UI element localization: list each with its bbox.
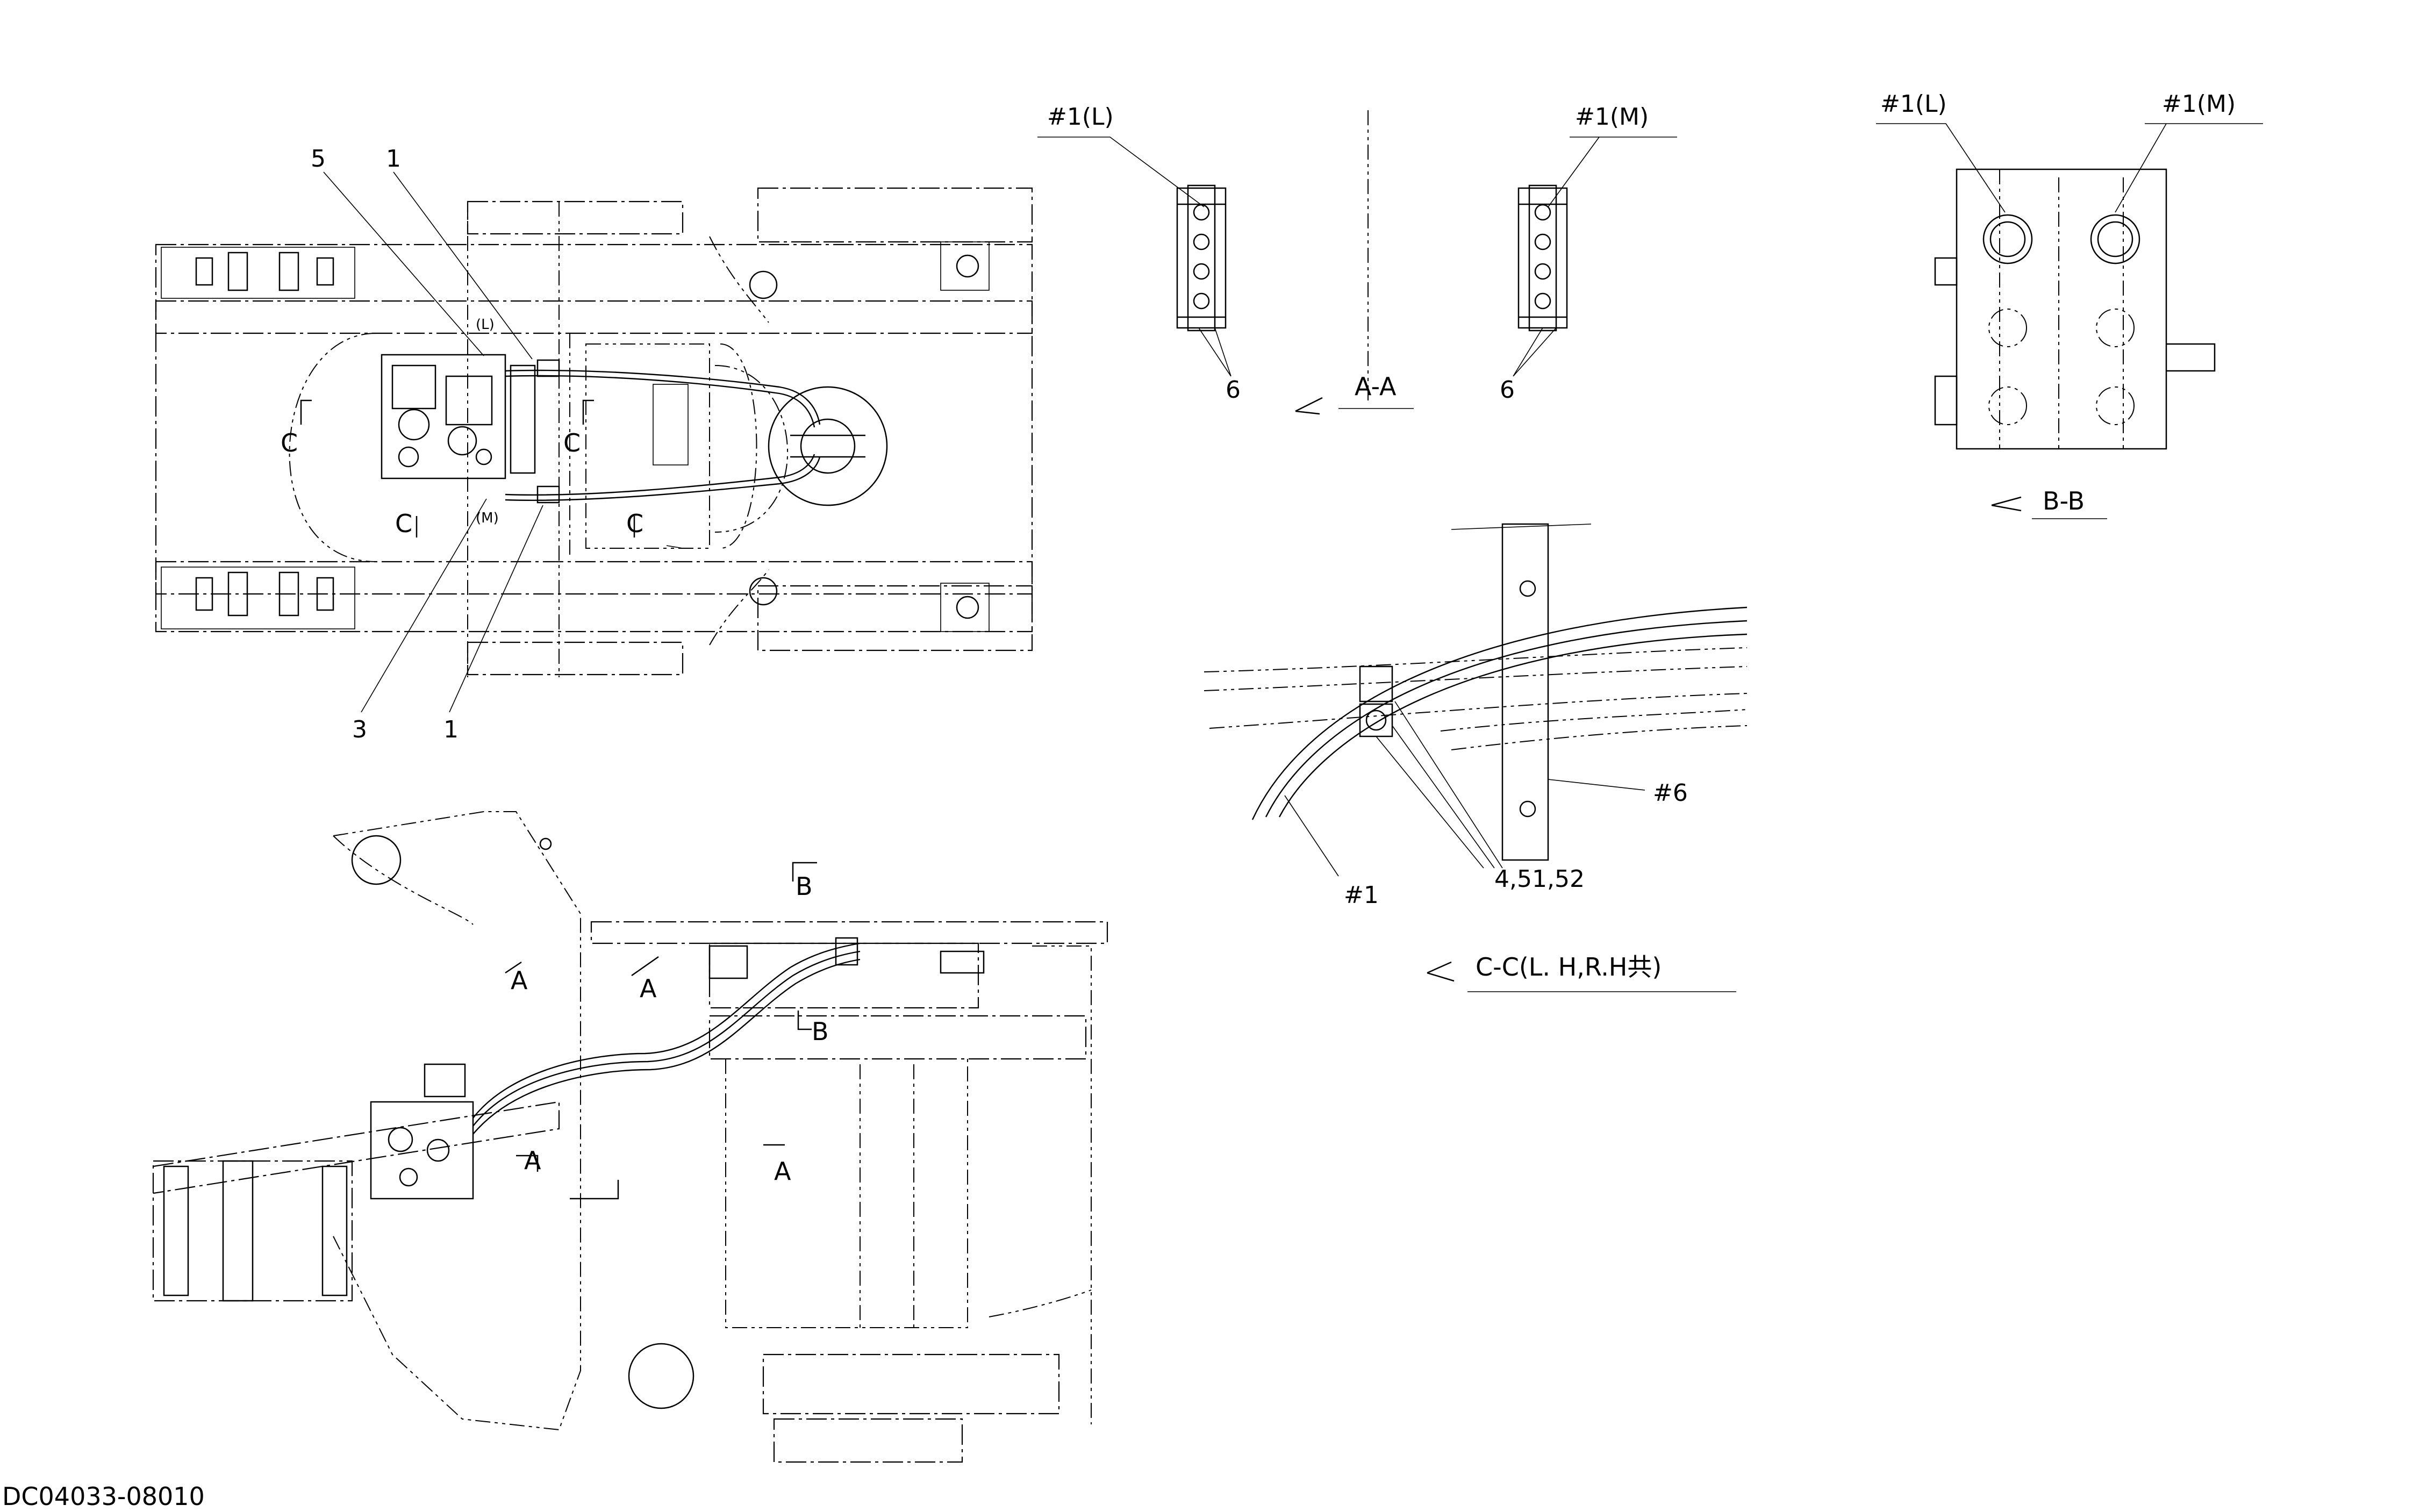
callout-1-top: 1 [386,145,401,173]
section-marker-c3: C [395,509,412,538]
callout-4-51-52: 4,51,52 [1494,865,1585,893]
view-title-aa: A-A [1355,372,1397,401]
label-hose-1M-aa: #1(M) [1575,103,1649,131]
label-clamp-6-cc: #6 [1653,779,1688,807]
callout-6-left: 6 [1226,376,1241,404]
view-title-bb: B-B [2043,486,2085,515]
top-plan-view [155,171,1033,713]
label-hose-1-cc: #1 [1344,882,1379,909]
callout-6-right: 6 [1500,376,1515,404]
section-bb-view [1876,123,2263,519]
callout-1-bottom: 1 [443,716,459,743]
section-marker-b2: B [812,1017,829,1046]
label-hose-1L-aa: #1(L) [1047,103,1114,131]
section-marker-a4: A [774,1157,791,1186]
section-cc-view [1204,523,1748,992]
callout-L-port: (L) [476,317,495,333]
callout-3: 3 [352,716,367,743]
label-hose-1M-bb: #1(M) [2162,90,2236,118]
section-marker-a1: A [511,966,528,995]
section-aa-view [1037,110,1677,415]
callout-M-port: (M) [476,510,499,526]
side-elevation-view [152,811,1108,1463]
section-marker-a3: A [524,1146,541,1175]
section-marker-c1: C [281,428,298,457]
section-marker-c4: C [626,509,643,538]
document-id: DC04033-08010 [2,1482,205,1511]
section-marker-a2: A [640,974,657,1003]
view-title-cc: C-C(L. H,R.H共) [1476,952,1662,981]
section-marker-c2: C [563,428,581,457]
callout-5: 5 [311,145,326,173]
section-marker-b1: B [796,872,813,901]
label-hose-1L-bb: #1(L) [1880,90,1947,118]
